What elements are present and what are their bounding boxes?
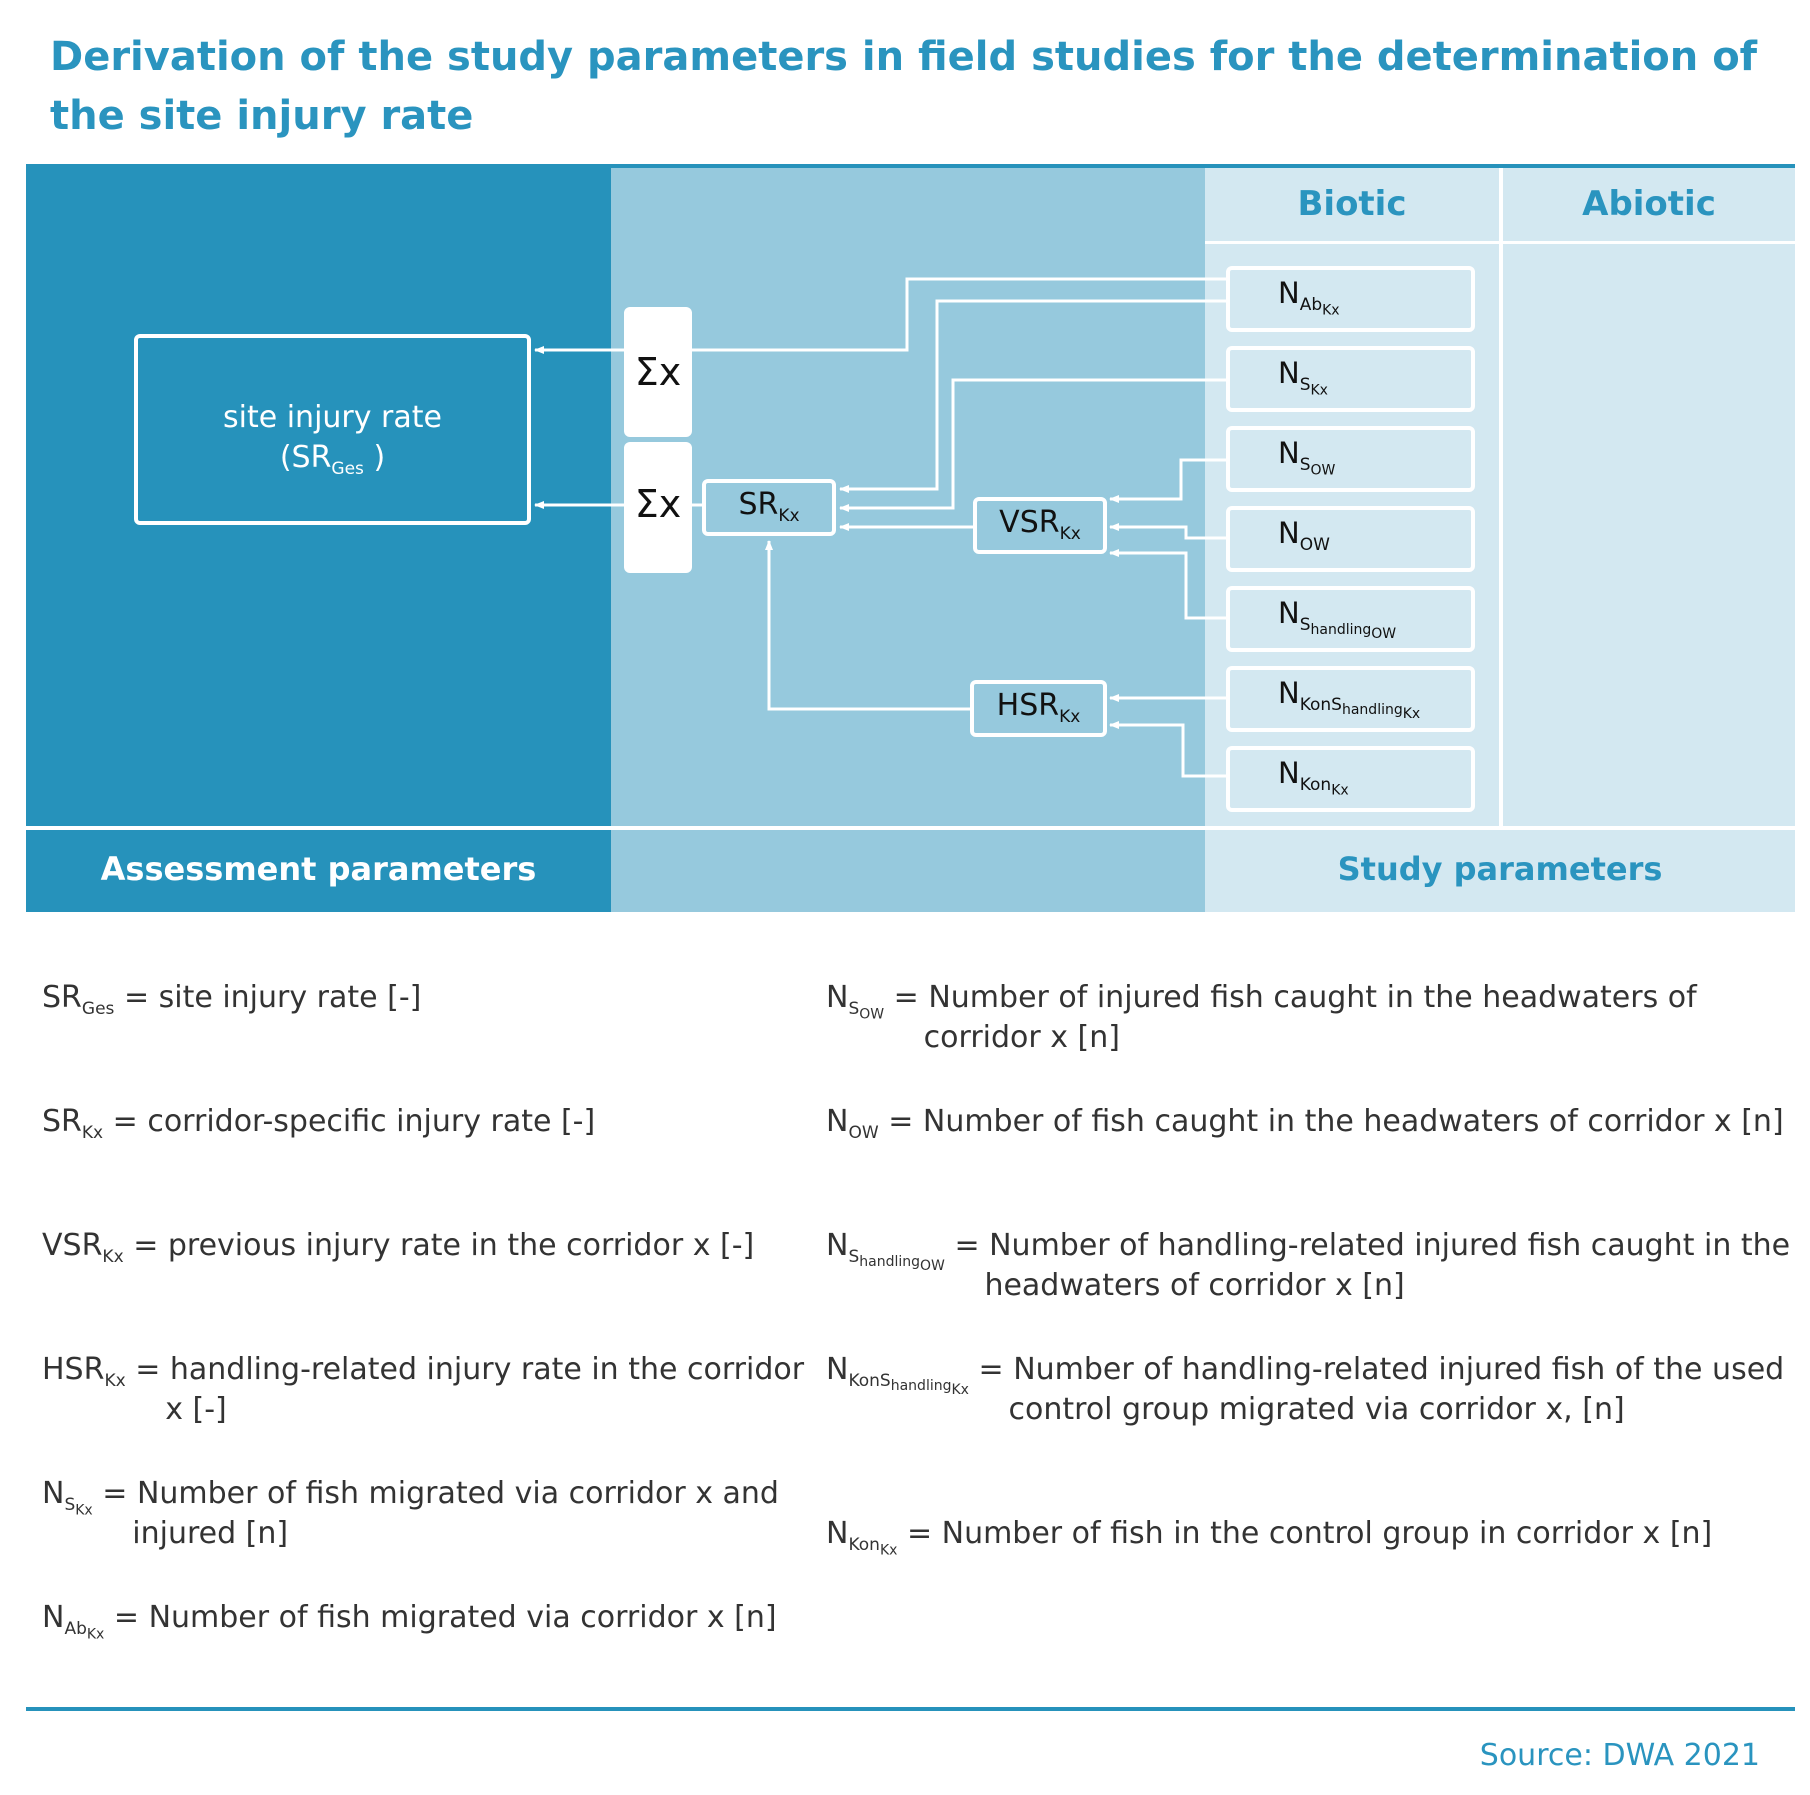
sum-symbol: Σx [634,350,682,394]
param-n-kon-kx: NKonKx [1226,746,1475,812]
legend-n-ow: NOW = Number of fish caught in the headw… [826,1104,1784,1143]
assessment-footer-band [26,830,611,912]
arrow-now-to-vsr [1109,523,1226,540]
site-injury-rate-label: site injury rate [223,400,442,435]
header-underline [1205,241,1795,244]
top-rule [26,164,1795,168]
line-nab-to-sigma1 [692,277,1226,352]
assessment-panel [26,164,611,828]
arrow-nskx-to-sr [839,378,1226,512]
legend-n-s-handling-ow: NShandlingOW = Number of handling-relate… [826,1228,1791,1303]
source-note: Source: DWA 2021 [1479,1738,1760,1773]
legend-n-s-kx: NSKx = Number of fish migrated via corri… [42,1476,779,1551]
header-abiotic: Abiotic [1582,184,1716,224]
arrow-nshow-to-vsr [1109,549,1226,620]
bottom-rule [26,1707,1795,1711]
param-n-kons-handling-kx: NKonShandlingKx [1226,666,1475,732]
sr-kx-box: SRKx [702,479,836,536]
hsr-kx-box: HSRKx [970,680,1107,737]
legend-n-kons-handling-kx: NKonShandlingKx = Number of handling-rel… [826,1352,1785,1427]
legend-hsr-kx: HSRKx = handling-related injury rate in … [42,1352,805,1427]
footer-study-parameters: Study parameters [1337,850,1663,888]
column-divider [1499,168,1503,826]
arrow-nkon-to-hsr [1109,721,1226,778]
sum-symbol: Σx [634,482,682,526]
legend-sr-ges: SRGes = site injury rate [-] [42,980,422,1019]
param-n-s-kx: NSKx [1226,346,1475,412]
study-footer-band [1205,830,1795,912]
vsr-kx-box: VSRKx [973,497,1107,554]
param-n-ab-kx: NAbKx [1226,266,1475,332]
footer-separator [26,826,1795,830]
page-title: Derivation of the study parameters in fi… [50,34,1758,139]
site-injury-rate-symbol: (SRGes ) [279,440,386,479]
arrow-nab-to-sr [839,299,1226,493]
site-injury-rate-box: site injury rate (SRGes ) [134,334,531,525]
param-n-s-handling-ow: NShandlingOW [1226,586,1475,652]
legend-n-kon-kx: NKonKx = Number of fish in the control g… [826,1516,1713,1559]
legend-n-ab-kx: NAbKx = Number of fish migrated via corr… [42,1600,777,1643]
param-n-ow: NOW [1226,506,1475,572]
header-biotic: Biotic [1297,184,1407,224]
footer-assessment-parameters: Assessment parameters [100,850,537,888]
arrow-hsr-to-sr [765,540,973,711]
arrow-nsow-to-vsr [1109,458,1226,503]
legend-n-s-ow: NSOW = Number of injured fish caught in … [826,980,1697,1055]
legend-sr-kx: SRKx = corridor-specific injury rate [-] [42,1104,596,1143]
sum-box-lower: Σx [624,442,692,573]
legend-vsr-kx: VSRKx = previous injury rate in the corr… [42,1228,755,1267]
sum-box-upper: Σx [624,307,692,437]
param-n-s-ow: NSOW [1226,426,1475,492]
calculation-footer-band [611,830,1205,912]
